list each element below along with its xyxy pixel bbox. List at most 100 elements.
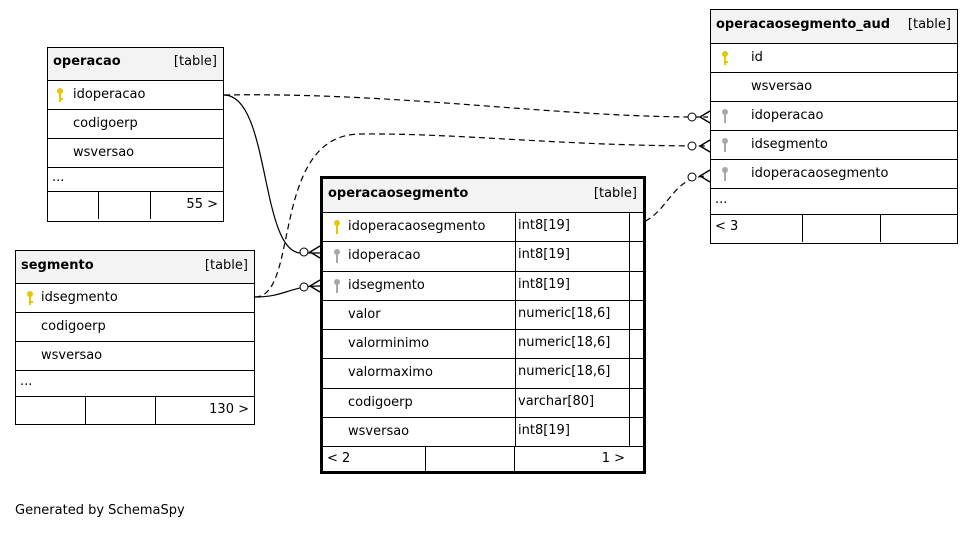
crowfoot: [698, 110, 711, 124]
table-row: idoperacao: [711, 102, 957, 131]
primary-key-icon: [27, 291, 33, 305]
table-kind: [table]: [173, 54, 217, 69]
crowfoot: [698, 139, 711, 153]
table-kind: [table]: [593, 186, 637, 201]
children-count: 130 >: [209, 402, 249, 417]
column-type: int8[19]: [518, 423, 570, 439]
crowfoot: [308, 279, 321, 293]
column-type: int8[19]: [518, 276, 570, 292]
column-name: codigoerp: [41, 319, 106, 334]
column-divider: [629, 359, 630, 388]
foreign-key-icon: [722, 109, 728, 123]
table-row: idsegmento: [711, 131, 957, 160]
foreign-key-icon: [722, 167, 728, 181]
column-divider: [515, 271, 516, 300]
table-footer: < 2 1 >: [323, 447, 643, 474]
children-count: 1 >: [601, 451, 625, 467]
footer-cell: [426, 447, 515, 474]
column-name: valorminimo: [348, 336, 430, 352]
footer-cell: < 3: [711, 215, 803, 242]
column-name: idoperacaosegmento: [348, 219, 486, 234]
table-row: codigoerp: [48, 110, 223, 139]
column-type: int8[19]: [518, 247, 570, 263]
column-divider: [515, 388, 516, 418]
footer-cell: [881, 215, 957, 242]
footer-cell: 1 >: [515, 447, 643, 473]
table-header: segmento [table]: [16, 251, 254, 284]
foreign-key-icon: [334, 278, 340, 293]
column-name: idoperacao: [73, 87, 146, 102]
crowfoot-circle: [687, 112, 697, 122]
relationship-operacaosegmento-aud: [635, 175, 709, 226]
table-row: idsegmento: [16, 284, 254, 313]
parents-count: < 2: [327, 451, 351, 467]
primary-key-icon: [334, 220, 340, 235]
table-row: wsversao: [48, 139, 223, 168]
table-name: operacaosegmento: [328, 186, 469, 201]
column-divider: [629, 271, 630, 300]
crowfoot-circle: [299, 247, 309, 257]
table-row: codigoerp: [16, 313, 254, 342]
parents-count: < 3: [715, 219, 739, 234]
footer-cell: < 2: [323, 447, 426, 474]
table-footer: < 3: [711, 215, 957, 242]
table-kind: [table]: [204, 258, 248, 273]
column-type: int8[19]: [518, 218, 570, 233]
footer-cell: [16, 397, 86, 424]
table-row: valormaximo numeric[18,6]: [323, 359, 643, 389]
relationship-operacao-aud: [223, 94, 709, 118]
column-divider: [629, 213, 630, 242]
column-divider: [629, 418, 630, 447]
column-name: id: [751, 50, 763, 65]
footer-cell: 55 >: [151, 192, 223, 219]
table-row: id: [711, 44, 957, 73]
table-segmento[interactable]: segmento [table] idsegmento codigoerp ws…: [15, 250, 255, 425]
column-divider: [629, 242, 630, 271]
column-list: idoperacaosegmento int8[19] idoperacao int8…: [323, 213, 643, 448]
column-name: wsversao: [348, 424, 410, 440]
foreign-key-icon: [334, 249, 340, 264]
table-operacao[interactable]: operacao [table] idoperacao codigoerp ws…: [47, 47, 224, 222]
column-divider: [629, 388, 630, 418]
column-name: idsegmento: [348, 277, 425, 293]
table-header: operacaosegmento [table]: [323, 179, 643, 213]
column-name: idoperacao: [348, 248, 421, 264]
column-name: wsversao: [751, 79, 813, 94]
column-divider: [515, 242, 516, 271]
primary-key-icon: [722, 51, 728, 65]
column-type: numeric[18,6]: [518, 305, 611, 321]
column-type: numeric[18,6]: [518, 364, 611, 380]
crowfoot: [698, 169, 711, 183]
column-divider: [515, 359, 516, 388]
column-name: wsversao: [41, 348, 103, 363]
table-name: operacaosegmento_aud: [716, 17, 891, 32]
table-footer: 55 >: [48, 192, 223, 219]
column-name: valormaximo: [348, 365, 433, 381]
table-row: idoperacaosegmento: [711, 160, 957, 189]
crowfoot-circle: [687, 141, 697, 151]
primary-key-icon: [57, 88, 63, 102]
table-row: wsversao int8[19]: [323, 418, 643, 448]
crowfoot-circle: [687, 172, 697, 182]
table-row: wsversao: [16, 342, 254, 371]
more-columns-label: ...: [52, 170, 65, 185]
column-name: valor: [348, 306, 381, 322]
footer-cell: [86, 397, 156, 424]
column-divider: [629, 300, 630, 330]
relationship-segmento-operacaosegmento: [254, 285, 321, 298]
more-columns: ...: [48, 168, 223, 192]
table-operacaosegmento_aud[interactable]: operacaosegmento_aud [table] id wsversao…: [710, 9, 958, 244]
table-kind: [table]: [907, 17, 951, 32]
table-operacaosegmento[interactable]: operacaosegmento [table] idoperacaosegme…: [320, 176, 646, 474]
children-count: 55 >: [186, 197, 218, 212]
table-row: idoperacao: [48, 81, 223, 110]
table-row: idsegmento int8[19]: [323, 271, 643, 301]
footer-cell: [803, 215, 881, 242]
credit-text: Generated by SchemaSpy: [15, 503, 185, 518]
footer-cell: [99, 192, 151, 219]
column-divider: [515, 330, 516, 359]
column-type: varchar[80]: [518, 393, 595, 409]
table-header: operacao [table]: [48, 48, 223, 81]
